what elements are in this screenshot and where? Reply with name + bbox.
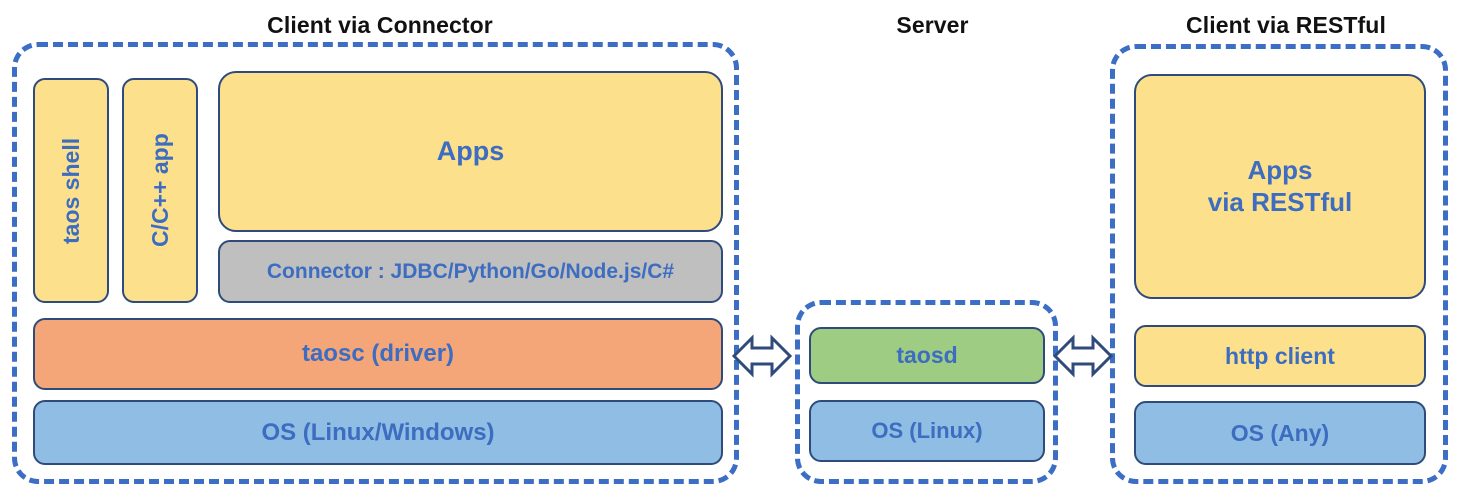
box-cpp-app[interactable]: C/C++ app xyxy=(122,78,198,303)
apps-via-restful-line2: via RESTful xyxy=(1207,186,1353,217)
section-title-client-via-restful: Client via RESTful xyxy=(1186,12,1386,38)
section-title-server: Server xyxy=(896,12,969,38)
box-connector[interactable]: Connector : JDBC/Python/Go/Node.js/C# xyxy=(218,240,723,303)
box-http-client[interactable]: http client xyxy=(1134,325,1426,387)
box-os-linux-windows[interactable]: OS (Linux/Windows) xyxy=(33,400,723,465)
panel-client-via-connector xyxy=(12,42,739,484)
panel-server xyxy=(795,300,1058,484)
box-taosd[interactable]: taosd xyxy=(809,327,1045,384)
box-taosc-driver[interactable]: taosc (driver) xyxy=(33,318,723,390)
box-os-any[interactable]: OS (Any) xyxy=(1134,401,1426,465)
panel-client-via-restful xyxy=(1110,44,1448,484)
box-apps-via-restful[interactable]: Apps via RESTful xyxy=(1134,74,1426,299)
box-apps[interactable]: Apps xyxy=(218,71,723,232)
box-taos-shell[interactable]: taos shell xyxy=(33,78,109,303)
section-title-client-via-connector: Client via Connector xyxy=(267,12,493,38)
double-arrow-horizontal-icon xyxy=(1053,334,1113,378)
apps-via-restful-line1: Apps xyxy=(1247,154,1313,185)
double-arrow-horizontal-icon xyxy=(732,334,792,378)
box-os-linux[interactable]: OS (Linux) xyxy=(809,400,1045,462)
